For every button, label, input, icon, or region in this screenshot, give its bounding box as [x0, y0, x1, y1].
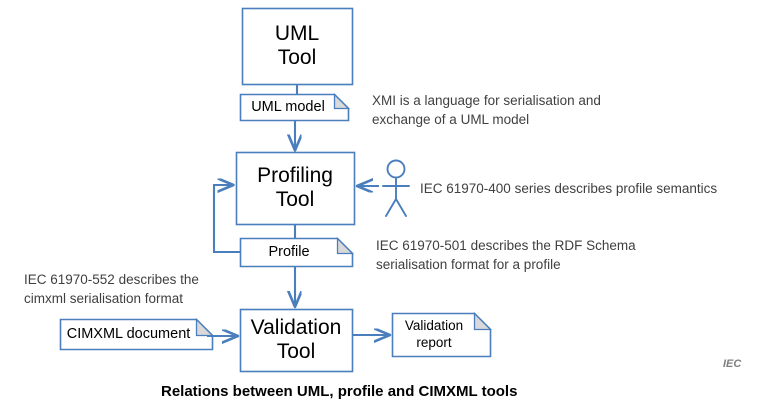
annotation-iec-400-note: IEC 61970-400 series describes profile s…: [420, 181, 718, 196]
node-validation-report[interactable]: [391, 311, 493, 358]
node-profiling-tool[interactable]: [235, 151, 356, 226]
diagram-caption: Relations between UML, profile and CIMXM…: [161, 383, 518, 400]
node-profile[interactable]: [239, 236, 355, 268]
edge-profile-feedback-to-profiling-tool: [212, 185, 241, 254]
iec-watermark: IEC: [723, 358, 742, 370]
node-validation-tool[interactable]: [239, 308, 354, 373]
actor-icon: [382, 159, 410, 217]
node-uml-model[interactable]: [239, 92, 351, 122]
node-uml-tool[interactable]: [241, 7, 354, 86]
annotation-iec-501-note: IEC 61970-501 describes the RDF Schema s…: [376, 238, 636, 273]
annotation-xmi-note: XMI is a language for serialisation and …: [372, 93, 601, 128]
annotation-iec-552-note: IEC 61970-552 describes the cimxml seria…: [24, 272, 199, 307]
node-cimxml-document[interactable]: [59, 317, 215, 351]
